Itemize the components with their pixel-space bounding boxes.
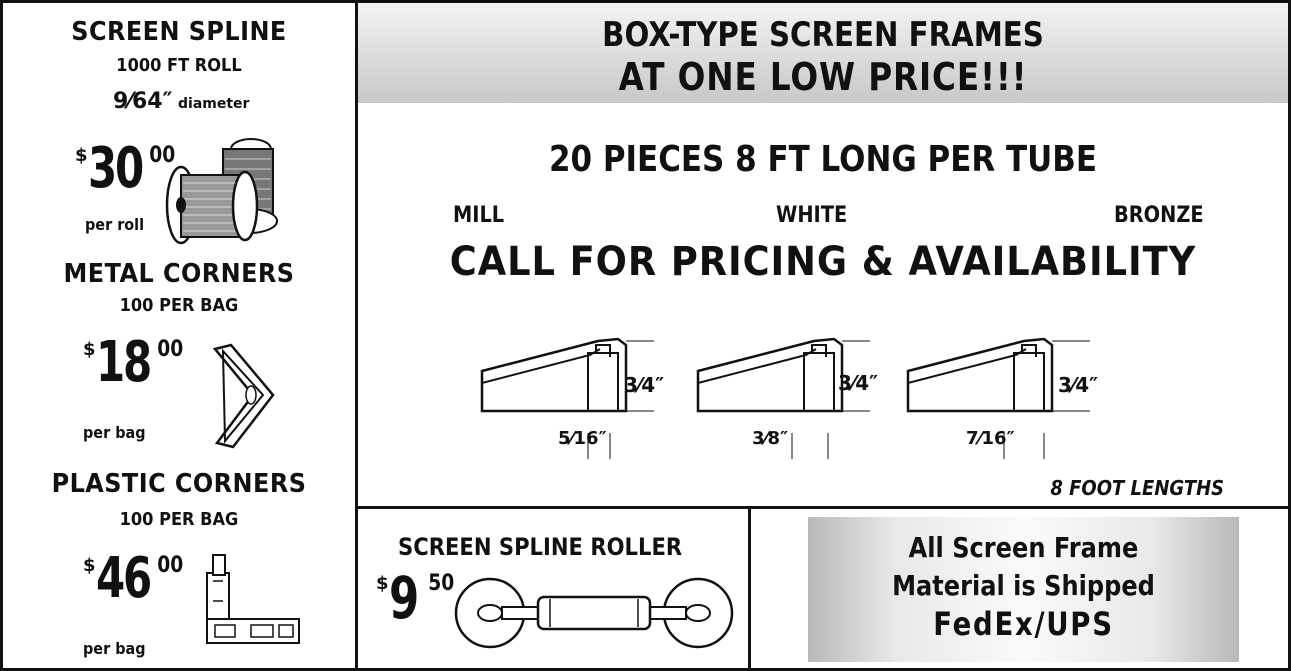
screen-frames-panel: BOX-TYPE SCREEN FRAMES AT ONE LOW PRICE!… — [355, 3, 1288, 509]
finish-mill: MILL — [453, 203, 505, 228]
metal-corners-price: $ 18 00 — [83, 330, 184, 395]
diameter-fraction: 9⁄64″ — [113, 89, 173, 114]
finish-white: WHITE — [776, 203, 848, 228]
plastic-corners-unit: per bag — [83, 639, 146, 658]
profile-1-width: 5⁄16″ — [558, 428, 607, 449]
frame-profile-3 — [906, 337, 1090, 459]
spline-diameter: 9⁄64″ diameter — [113, 89, 249, 114]
spline-title: SCREEN SPLINE — [71, 17, 287, 47]
plastic-corner-image — [206, 554, 300, 644]
banner-line-2: AT ONE LOW PRICE!!! — [618, 55, 1028, 99]
roller-title: SCREEN SPLINE ROLLER — [398, 533, 683, 561]
diameter-label: diameter — [178, 96, 250, 112]
plastic-corners-title: PLASTIC CORNERS — [51, 469, 307, 499]
profile-3-width: 7⁄16″ — [966, 428, 1015, 449]
spline-roller-image — [454, 577, 734, 649]
profile-2-width: 3⁄8″ — [752, 428, 789, 449]
shipping-line-1: All Screen Frame — [908, 531, 1139, 564]
banner-line-1: BOX-TYPE SCREEN FRAMES — [602, 15, 1044, 55]
headline: 20 PIECES 8 FT LONG PER TUBE — [548, 139, 1098, 180]
frame-profile-2 — [696, 337, 870, 459]
banner: BOX-TYPE SCREEN FRAMES AT ONE LOW PRICE!… — [358, 3, 1288, 103]
left-column: SCREEN SPLINE 1000 FT ROLL 9⁄64″ diamete… — [3, 3, 355, 668]
roller-price: $ 9 50 — [376, 564, 455, 632]
spline-subtitle: 1000 FT ROLL — [116, 55, 242, 76]
spline-price: $ 30 00 — [75, 136, 176, 201]
profile-2-height: 3⁄4″ — [838, 371, 879, 395]
eight-foot-lengths: 8 FOOT LENGTHS — [1050, 476, 1224, 500]
metal-corners-subtitle: 100 PER BAG — [119, 295, 239, 316]
profile-1-height: 3⁄4″ — [624, 373, 665, 397]
metal-corners-unit: per bag — [83, 423, 146, 442]
plastic-corners-subtitle: 100 PER BAG — [119, 509, 239, 530]
shipping-carriers: FedEx/UPS — [933, 605, 1114, 643]
call-for-pricing: CALL FOR PRICING & AVAILABILITY — [449, 239, 1197, 285]
shipping-notice: All Screen Frame Material is Shipped Fed… — [808, 517, 1239, 662]
spline-spool-image — [165, 138, 278, 245]
finish-bronze: BRONZE — [1114, 203, 1204, 228]
metal-corners-title: METAL CORNERS — [63, 259, 295, 289]
metal-corner-image — [212, 343, 275, 449]
profile-3-height: 3⁄4″ — [1058, 373, 1099, 397]
plastic-corners-price: $ 46 00 — [83, 546, 184, 611]
spline-unit: per roll — [85, 215, 145, 234]
frame-profile-1 — [480, 337, 654, 459]
spline-roller-box: SCREEN SPLINE ROLLER $ 9 50 — [355, 509, 751, 668]
shipping-line-2: Material is Shipped — [892, 569, 1155, 602]
